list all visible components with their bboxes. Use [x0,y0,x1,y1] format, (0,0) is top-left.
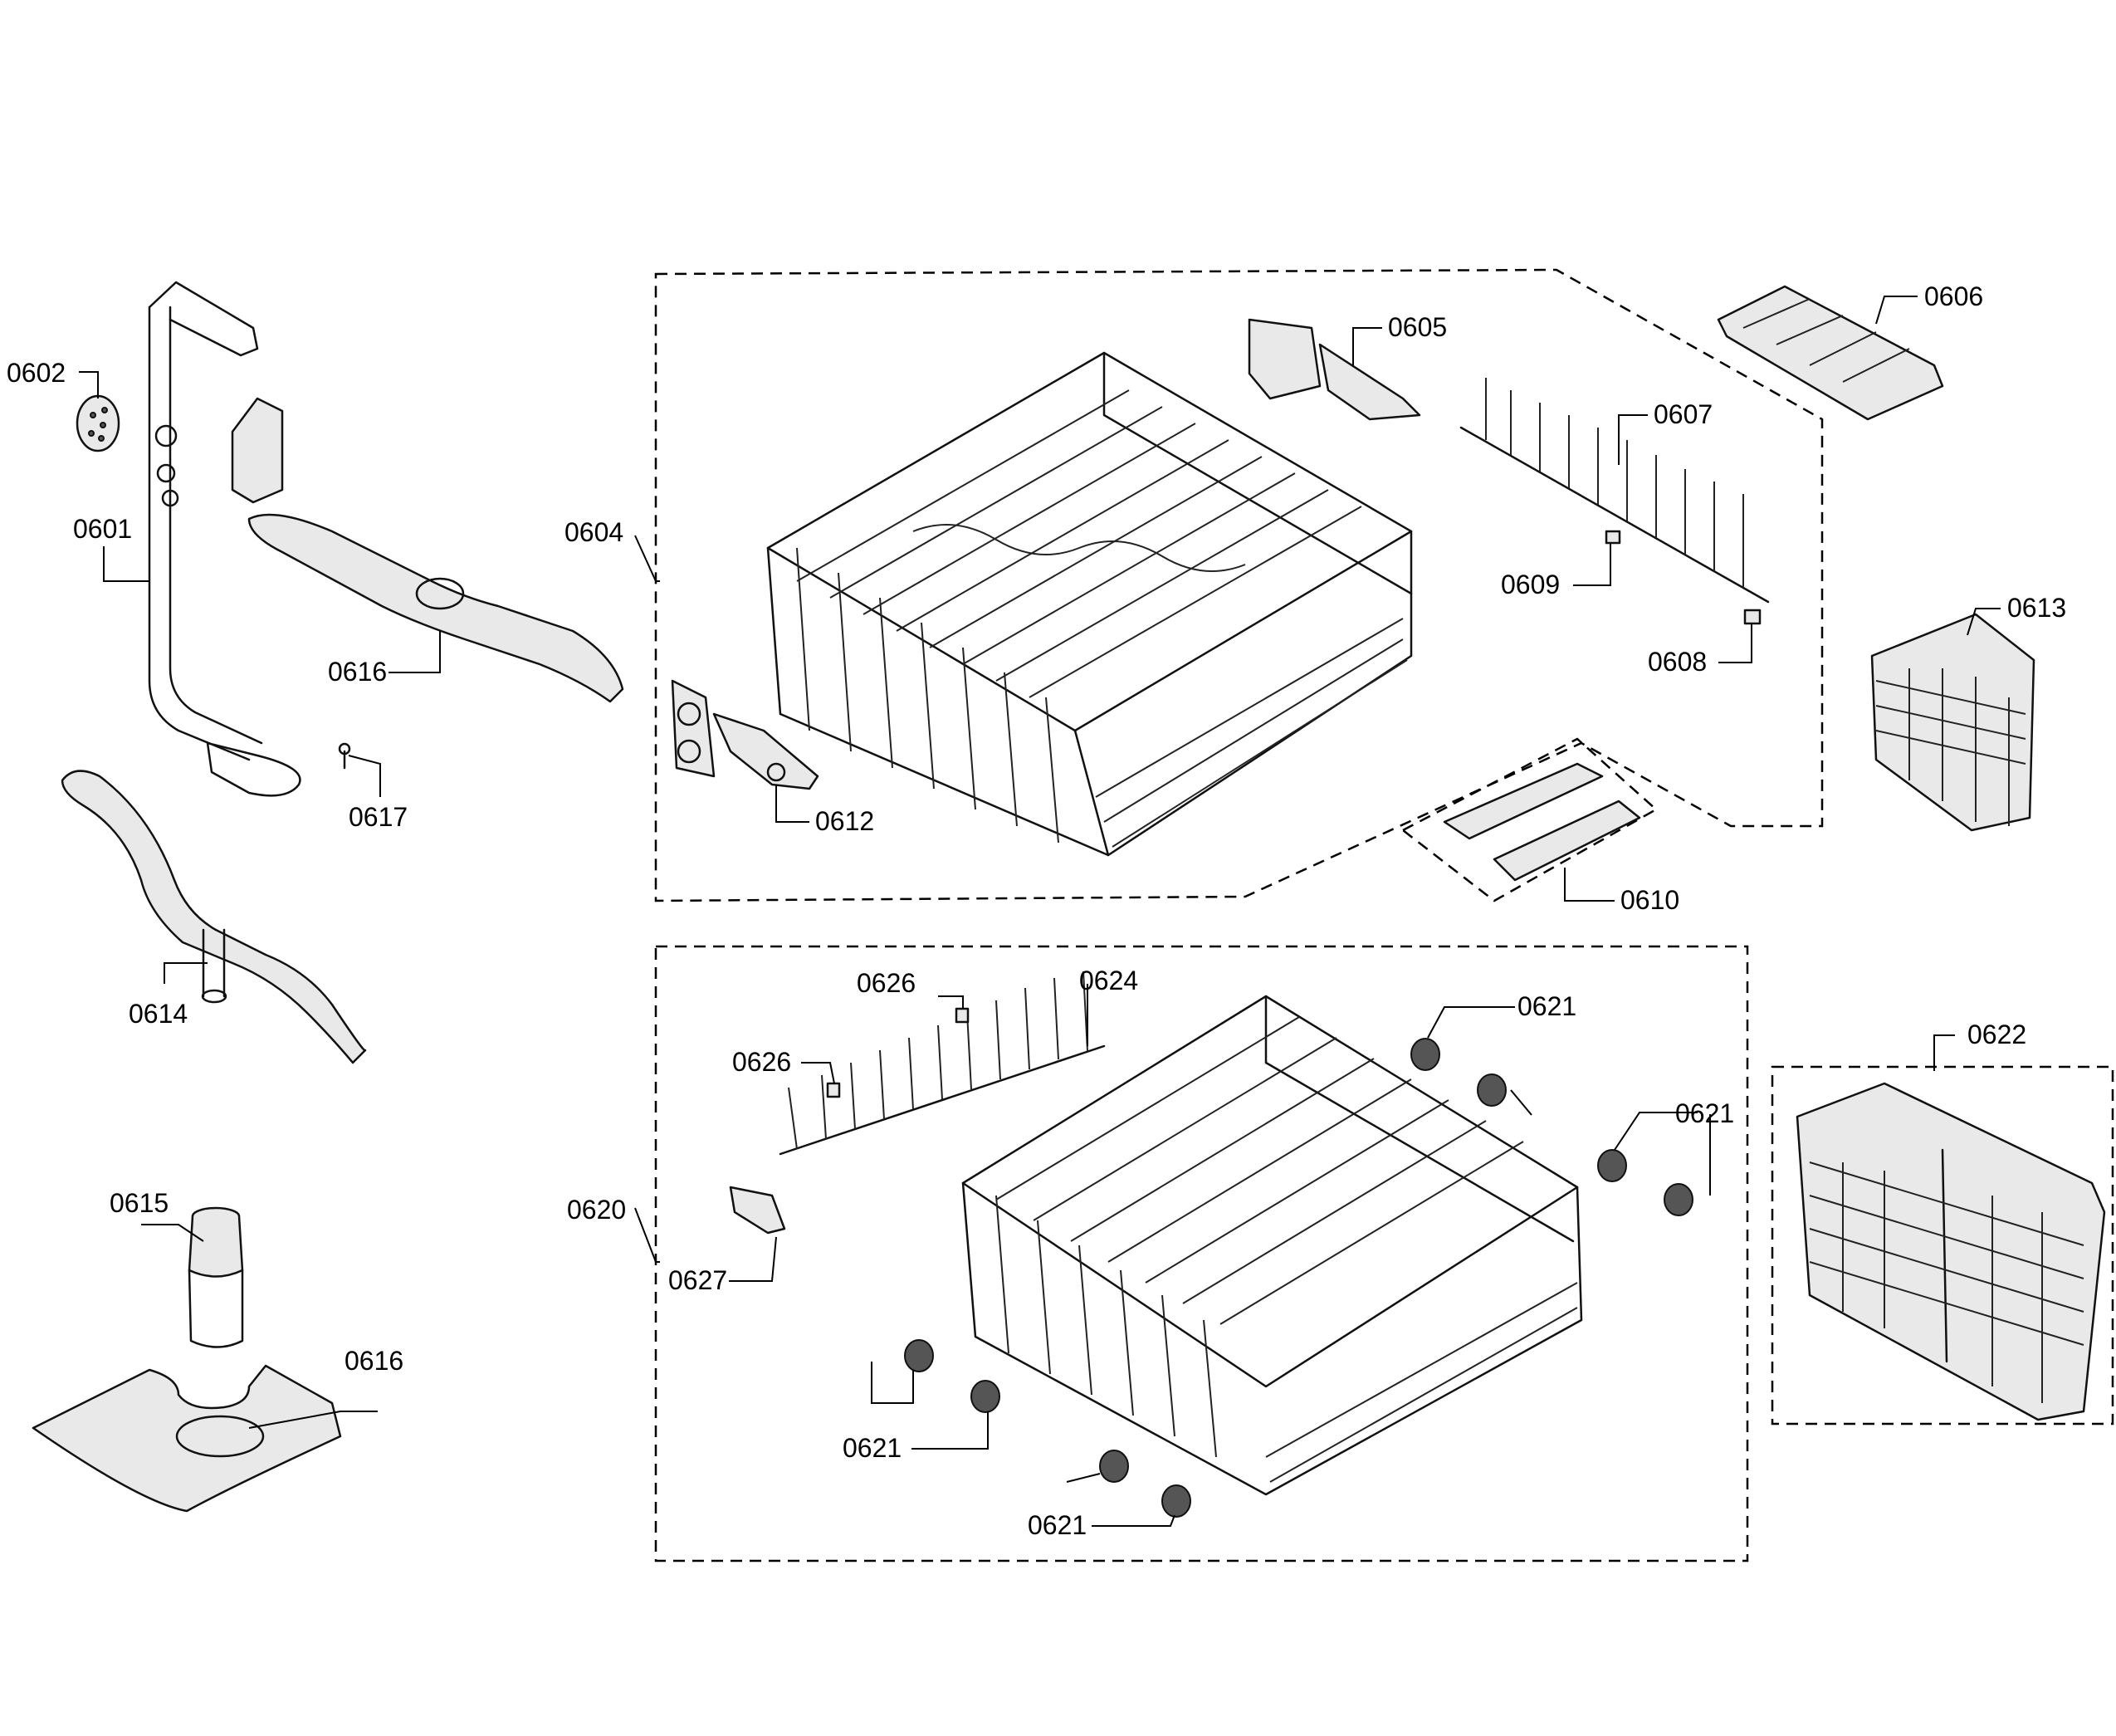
rack-rail-group-outline [1400,737,1659,902]
spray-tube-part [148,281,301,797]
callout-0617: 0617 [349,802,408,832]
wheels-part [904,1038,1693,1518]
callout-0621-d: 0621 [1028,1510,1087,1540]
callout-0616-lower: 0616 [345,1346,403,1376]
callout-0610: 0610 [1620,885,1679,915]
leader-lines [79,296,2001,1527]
callout-0621-c: 0621 [843,1433,902,1463]
lower-tine-row-part [779,971,1106,1156]
callout-0607: 0607 [1654,399,1713,429]
lower-spray-arm-part [61,770,367,1064]
wheel-0621a-1 [1410,1038,1440,1071]
rack-adjuster-left-part [671,679,819,790]
clip-part-0609 [1605,530,1621,545]
callout-0612: 0612 [815,806,874,836]
wheel-0621d-2 [1161,1484,1191,1518]
wheel-0621a-2 [1477,1073,1507,1107]
small-basket-part [1870,613,2035,832]
clip-part-0608 [1743,609,1762,625]
callout-0601: 0601 [73,514,132,544]
clip-part-0626b [826,1082,841,1098]
lower-rack-part [961,995,1583,1496]
cup-shelf-part [1717,285,1944,421]
wheel-0621d-1 [1099,1450,1129,1483]
callout-0621-b: 0621 [1675,1098,1734,1128]
callout-0614: 0614 [129,999,188,1029]
callout-0602: 0602 [7,358,66,388]
lower-rack-group-outline [654,945,1749,1562]
wheel-0621b-2 [1664,1183,1693,1216]
callout-0615: 0615 [110,1188,169,1218]
rack-adjuster-part [1248,318,1421,421]
callout-0613: 0613 [2007,593,2066,623]
wheel-0621c-1 [904,1339,934,1372]
callout-0626-top: 0626 [857,968,916,998]
callout-0609: 0609 [1501,570,1560,599]
callout-0616-upper: 0616 [328,657,387,687]
rack-rail-part [1443,762,1641,882]
wheel-0621b-1 [1597,1149,1627,1182]
callout-0608: 0608 [1648,647,1707,677]
cutlery-basket-group-outline [1771,1065,2114,1425]
callout-0627: 0627 [668,1265,727,1295]
callout-0621-a: 0621 [1517,991,1576,1021]
callout-0604: 0604 [564,517,623,547]
cutlery-basket-part [1796,1082,2106,1421]
screw-part [338,742,351,770]
upper-spray-arm-part [231,397,624,703]
callout-0622: 0622 [1967,1020,2026,1049]
upper-rack-group-outline [654,268,1824,902]
folding-tine-row-part [1459,378,1770,604]
callout-0606: 0606 [1924,281,1983,311]
callout-0605: 0605 [1388,312,1447,342]
cylinder-filter-part [188,1206,244,1348]
upper-rack-part [766,351,1413,857]
hinge-part [729,1186,786,1235]
flat-filter-plate-part [32,1364,342,1513]
clip-part-0626a [955,1007,970,1024]
filter-disc-part [76,394,120,452]
callout-0620: 0620 [567,1195,626,1225]
wheel-0621c-2 [970,1380,1000,1413]
callout-0626-left: 0626 [732,1047,791,1077]
callout-0624: 0624 [1079,966,1138,995]
